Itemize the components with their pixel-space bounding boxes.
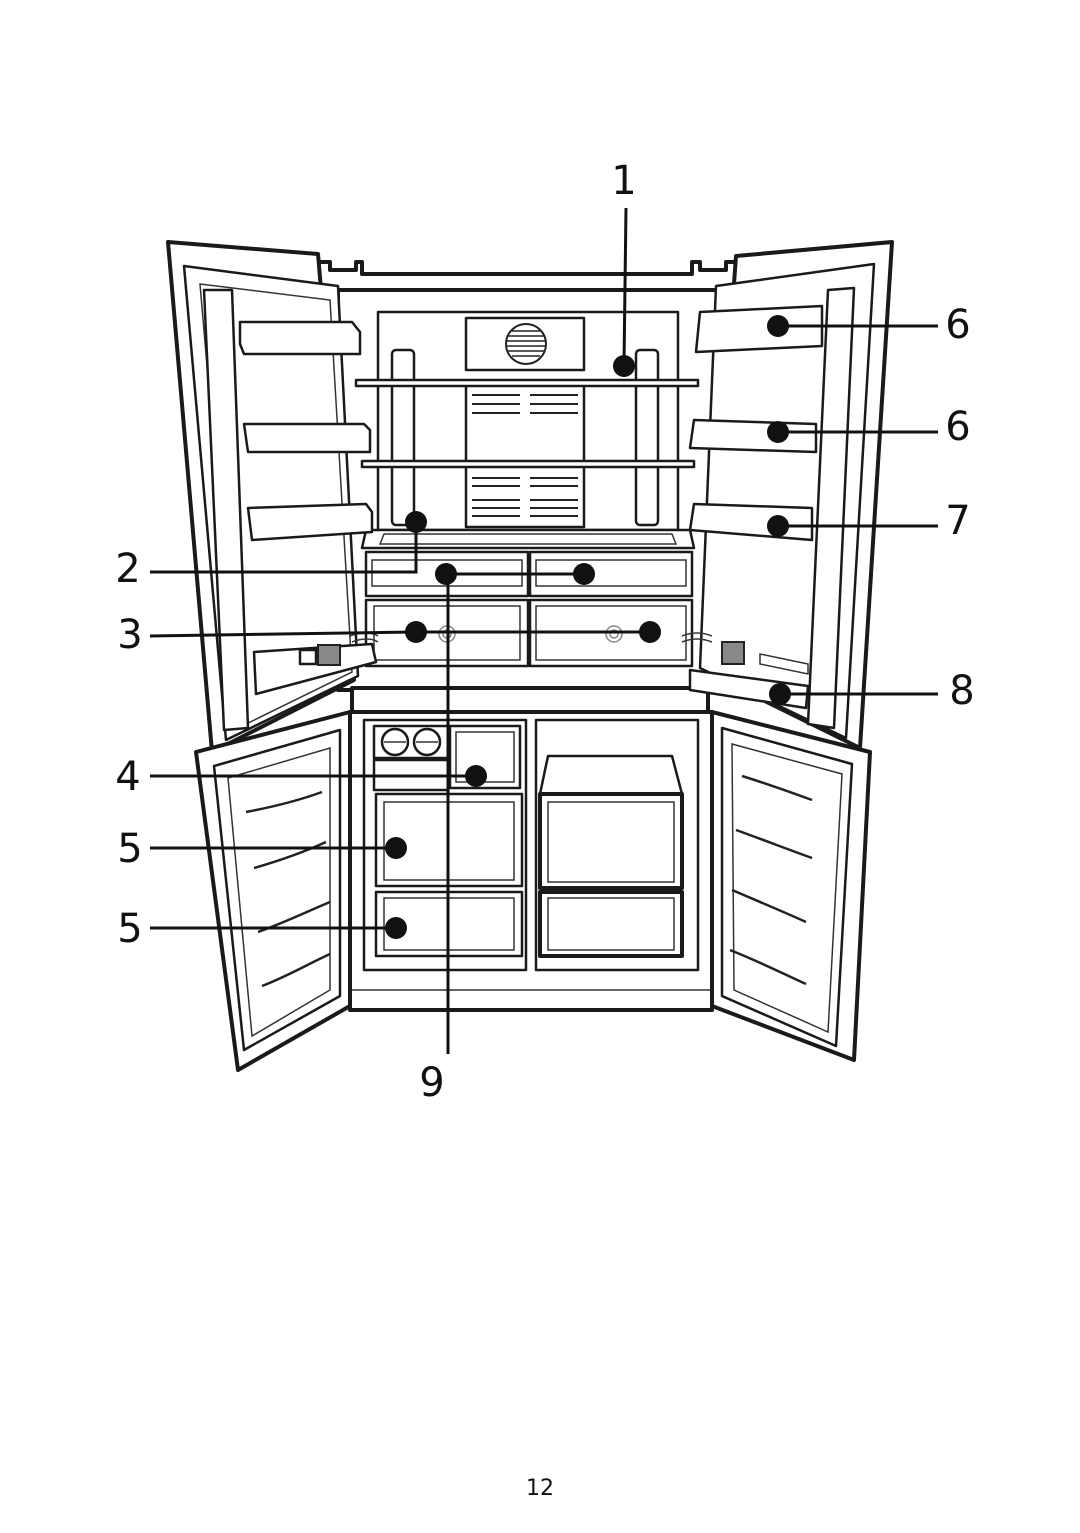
callout-3: 3 [117,612,142,658]
page-number: 12 [526,1476,554,1501]
callout-labels: 1 2 3 4 5 5 6 6 7 8 9 [115,158,974,1106]
callout-5b: 5 [117,906,142,952]
cabinet [316,260,740,1012]
callout-9: 9 [419,1060,444,1106]
callout-5a: 5 [117,826,142,872]
callout-6a: 6 [945,302,970,348]
callout-2: 2 [115,546,140,592]
left-freezer-door [194,710,352,1072]
callout-8: 8 [949,668,974,714]
left-fridge-door [166,240,379,754]
callout-6b: 6 [945,404,970,450]
callout-lines [149,207,938,1054]
callout-4: 4 [115,754,140,800]
right-freezer-door [710,710,872,1062]
callout-1: 1 [611,158,636,204]
callout-7: 7 [945,498,970,544]
right-fridge-door [681,240,894,750]
